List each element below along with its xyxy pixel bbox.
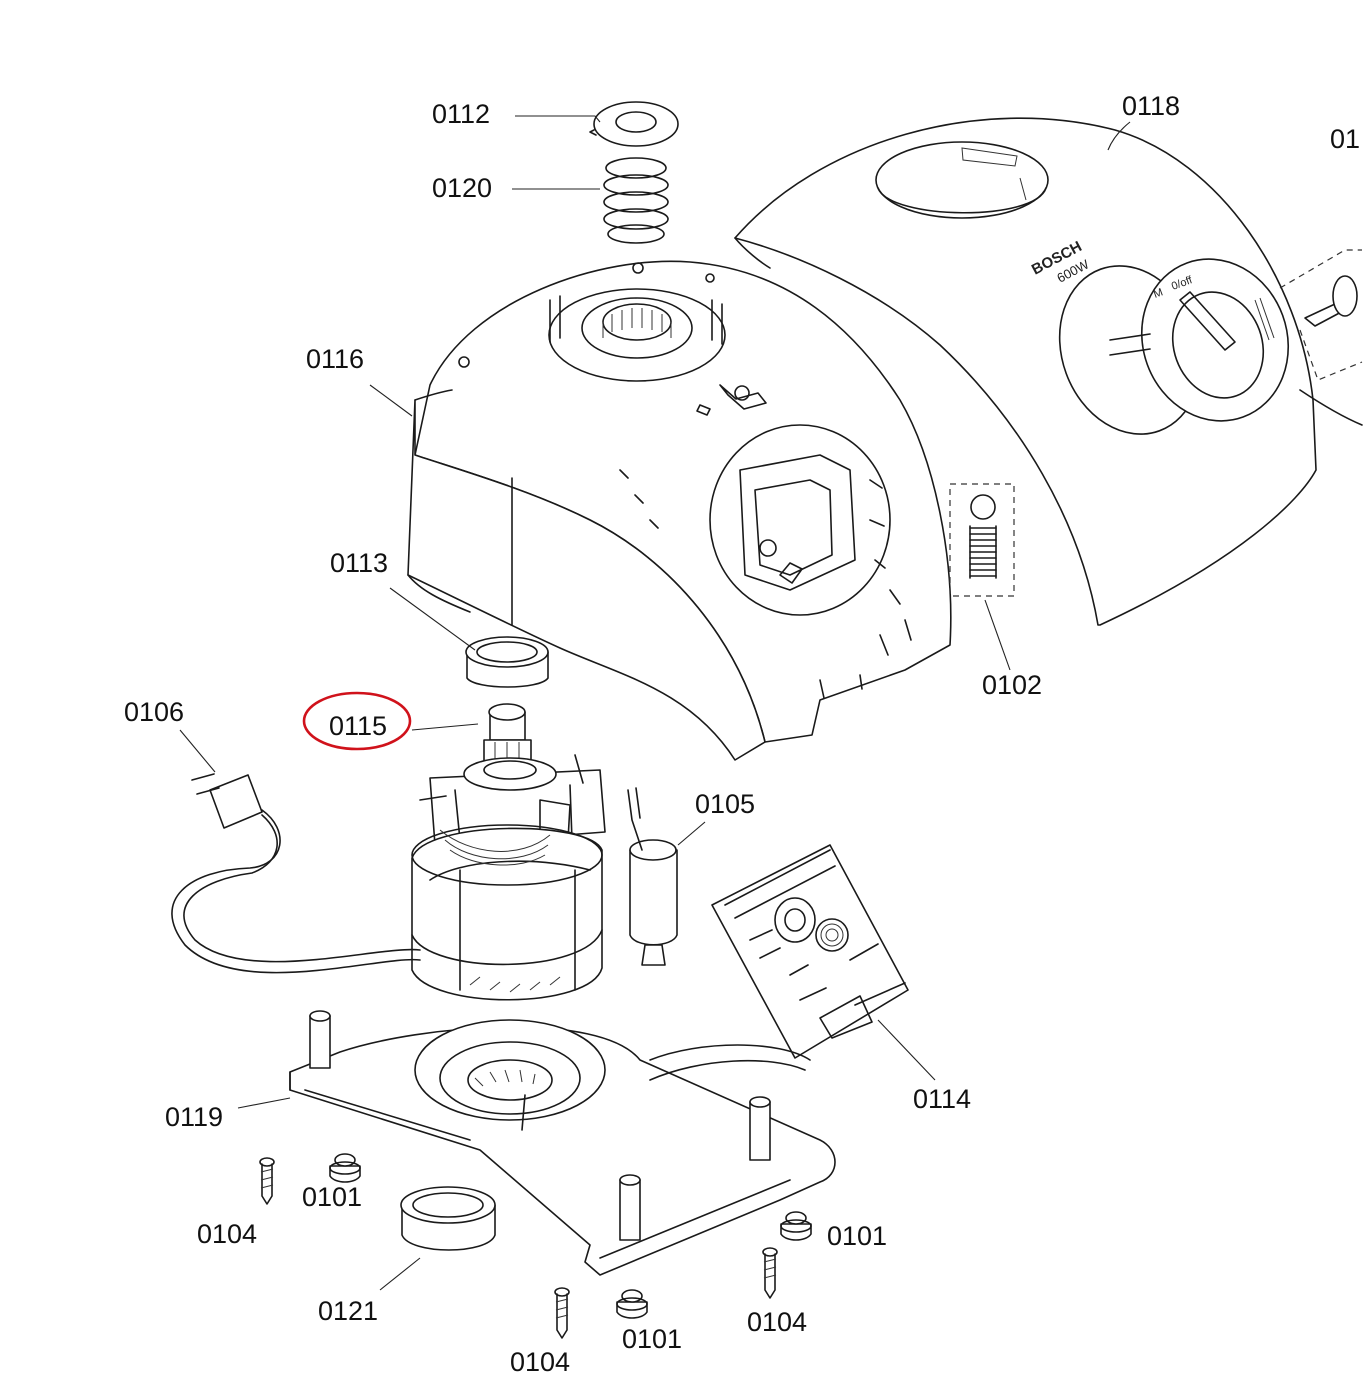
label-0119: 0119 (165, 1102, 223, 1132)
screw-0104c (762, 1247, 778, 1299)
dial-mark-m: M (1152, 286, 1165, 300)
part-labels: 0112 0120 0118 01 0116 0113 0102 0106 01… (124, 91, 1360, 1374)
label-0104-right: 0104 (747, 1307, 807, 1337)
foot-0101b (616, 1289, 648, 1319)
label-0104-bottom: 0104 (510, 1347, 570, 1374)
label-0118: 0118 (1122, 91, 1180, 121)
label-0121: 0121 (318, 1296, 378, 1326)
label-0112: 0112 (432, 99, 490, 129)
label-0104-left: 0104 (197, 1219, 257, 1249)
capacitor-0105 (627, 787, 678, 966)
label-0102: 0102 (982, 670, 1042, 700)
leader-lines (179, 115, 1131, 1291)
label-01-cropped: 01 (1330, 124, 1360, 154)
bearing-sleeve-0113 (465, 636, 549, 688)
label-0106: 0106 (124, 697, 184, 727)
label-0101-bottom: 0101 (622, 1324, 682, 1354)
foot-0101c (780, 1211, 812, 1241)
label-0116: 0116 (306, 344, 364, 374)
label-0101-right: 0101 (827, 1221, 887, 1251)
label-0105: 0105 (695, 789, 755, 819)
foot-0101a (329, 1153, 361, 1183)
spring-0120 (603, 157, 669, 244)
ring-0121 (400, 1186, 496, 1251)
spring-ball-set-0102 (949, 483, 1015, 597)
screw-0104a (259, 1157, 275, 1205)
label-0101-left: 0101 (302, 1182, 362, 1212)
highlight-ring-0115 (302, 691, 412, 751)
power-cord-0106 (171, 773, 421, 974)
main-housing-0116 (407, 260, 952, 761)
screw-0104b (554, 1287, 570, 1339)
label-0115: 0115 (329, 711, 387, 741)
label-0113: 0113 (330, 548, 388, 578)
label-0114: 0114 (913, 1084, 971, 1114)
outer-cover-0118: BOSCH 600W M 0/off (734, 117, 1317, 626)
circuit-board-0114 (711, 844, 909, 1059)
knob-part-cropped (1279, 249, 1363, 426)
base-0119 (289, 1010, 836, 1276)
motor-assembly (411, 703, 606, 1001)
retaining-ring-0112 (589, 101, 679, 147)
label-0120: 0120 (432, 173, 492, 203)
